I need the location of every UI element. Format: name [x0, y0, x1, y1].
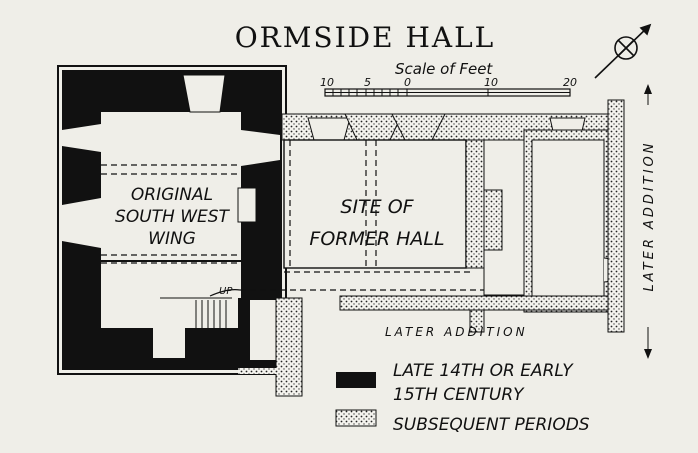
plan-title: ORMSIDE HALL — [235, 21, 496, 54]
scale-tick-label: 10 — [484, 76, 498, 89]
room-label: SITE OF — [340, 196, 414, 218]
legend-swatch-dotted — [335, 409, 377, 427]
scale-caption: Scale of Feet — [395, 60, 493, 78]
scale-tick-label: 5 — [364, 76, 371, 89]
side-addition: LATER ADDITION — [638, 84, 658, 359]
lower-wing — [238, 297, 303, 397]
scale-bar: 10 5 0 10 20 — [320, 76, 577, 97]
legend-swatch-solid — [336, 372, 376, 388]
room-label: SOUTH WEST — [115, 207, 231, 227]
later-addition-side-label: LATER ADDITION — [642, 141, 657, 292]
room-label: WING — [148, 229, 196, 249]
room-label: FORMER HALL — [309, 228, 444, 250]
legend: LATE 14TH OR EARLY 15TH CENTURY SUBSEQUE… — [335, 361, 590, 435]
compass-icon — [594, 23, 652, 79]
legend-label: LATE 14TH OR EARLY — [393, 361, 574, 381]
later-addition-label: LATER ADDITION — [385, 325, 528, 339]
legend-label: SUBSEQUENT PERIODS — [393, 415, 590, 435]
scale-tick-label: 10 — [320, 76, 334, 89]
stair-up-label: UP — [219, 286, 233, 297]
room-label: ORIGINAL — [131, 185, 213, 205]
legend-label: 15TH CENTURY — [393, 385, 525, 405]
former-hall: SITE OF FORMER HALL — [240, 99, 625, 333]
scale-tick-label: 0 — [404, 76, 411, 89]
scale-tick-label: 20 — [563, 76, 577, 89]
